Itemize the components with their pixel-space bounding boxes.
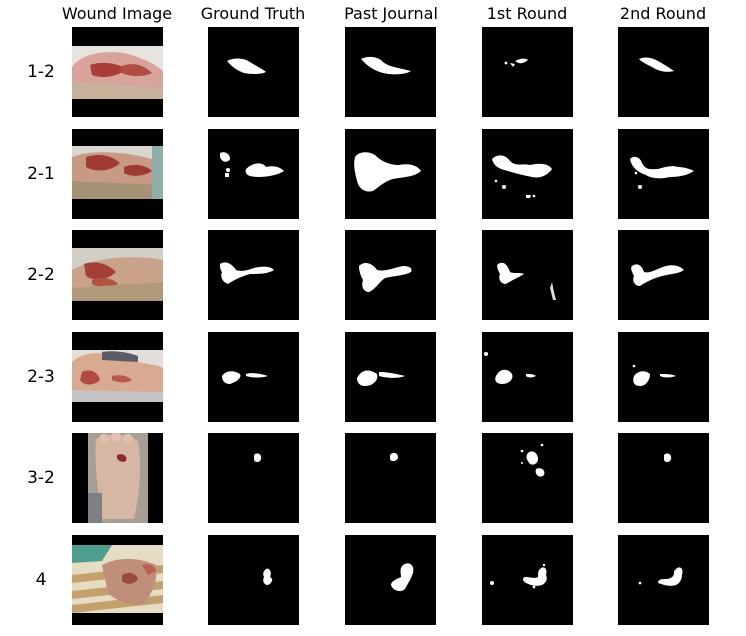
1st-round-mask-2-1 bbox=[482, 129, 573, 219]
column-header-past-journal: Past Journal bbox=[344, 4, 438, 23]
ground-truth-mask-2-1 bbox=[208, 129, 299, 219]
column-header-2nd-round: 2nd Round bbox=[619, 4, 707, 23]
wound-image-2-2 bbox=[72, 230, 163, 320]
ground-truth-mask-2-2 bbox=[208, 230, 299, 320]
past-journal-mask-2-1 bbox=[345, 129, 436, 219]
column-header-1st-round: 1st Round bbox=[486, 4, 568, 23]
1st-round-mask-4 bbox=[482, 535, 573, 625]
1st-round-mask-1-2 bbox=[482, 27, 573, 117]
past-journal-mask-1-2 bbox=[345, 27, 436, 117]
wound-image-2-1 bbox=[72, 129, 163, 219]
row-label-1-2: 1-2 bbox=[27, 62, 55, 82]
column-header-wound-image: Wound Image bbox=[61, 4, 173, 23]
ground-truth-mask-1-2 bbox=[208, 27, 299, 117]
2nd-round-mask-2-1 bbox=[618, 129, 709, 219]
wound-image-4 bbox=[72, 535, 163, 625]
2nd-round-mask-1-2 bbox=[618, 27, 709, 117]
1st-round-mask-3-2 bbox=[482, 433, 573, 523]
wound-image-3-2 bbox=[72, 433, 163, 523]
2nd-round-mask-3-2 bbox=[618, 433, 709, 523]
1st-round-mask-2-3 bbox=[482, 332, 573, 422]
ground-truth-mask-2-3 bbox=[208, 332, 299, 422]
wound-image-1-2 bbox=[72, 27, 163, 117]
row-label-2-2: 2-2 bbox=[27, 265, 55, 285]
2nd-round-mask-2-2 bbox=[618, 230, 709, 320]
ground-truth-mask-4 bbox=[208, 535, 299, 625]
ground-truth-mask-3-2 bbox=[208, 433, 299, 523]
2nd-round-mask-4 bbox=[618, 535, 709, 625]
row-label-4: 4 bbox=[35, 570, 47, 590]
1st-round-mask-2-2 bbox=[482, 230, 573, 320]
past-journal-mask-2-3 bbox=[345, 332, 436, 422]
column-header-ground-truth: Ground Truth bbox=[200, 4, 306, 23]
wound-image-2-3 bbox=[72, 332, 163, 422]
row-label-3-2: 3-2 bbox=[27, 468, 55, 488]
row-label-2-1: 2-1 bbox=[27, 164, 55, 184]
past-journal-mask-4 bbox=[345, 535, 436, 625]
past-journal-mask-3-2 bbox=[345, 433, 436, 523]
2nd-round-mask-2-3 bbox=[618, 332, 709, 422]
row-label-2-3: 2-3 bbox=[27, 367, 55, 387]
past-journal-mask-2-2 bbox=[345, 230, 436, 320]
